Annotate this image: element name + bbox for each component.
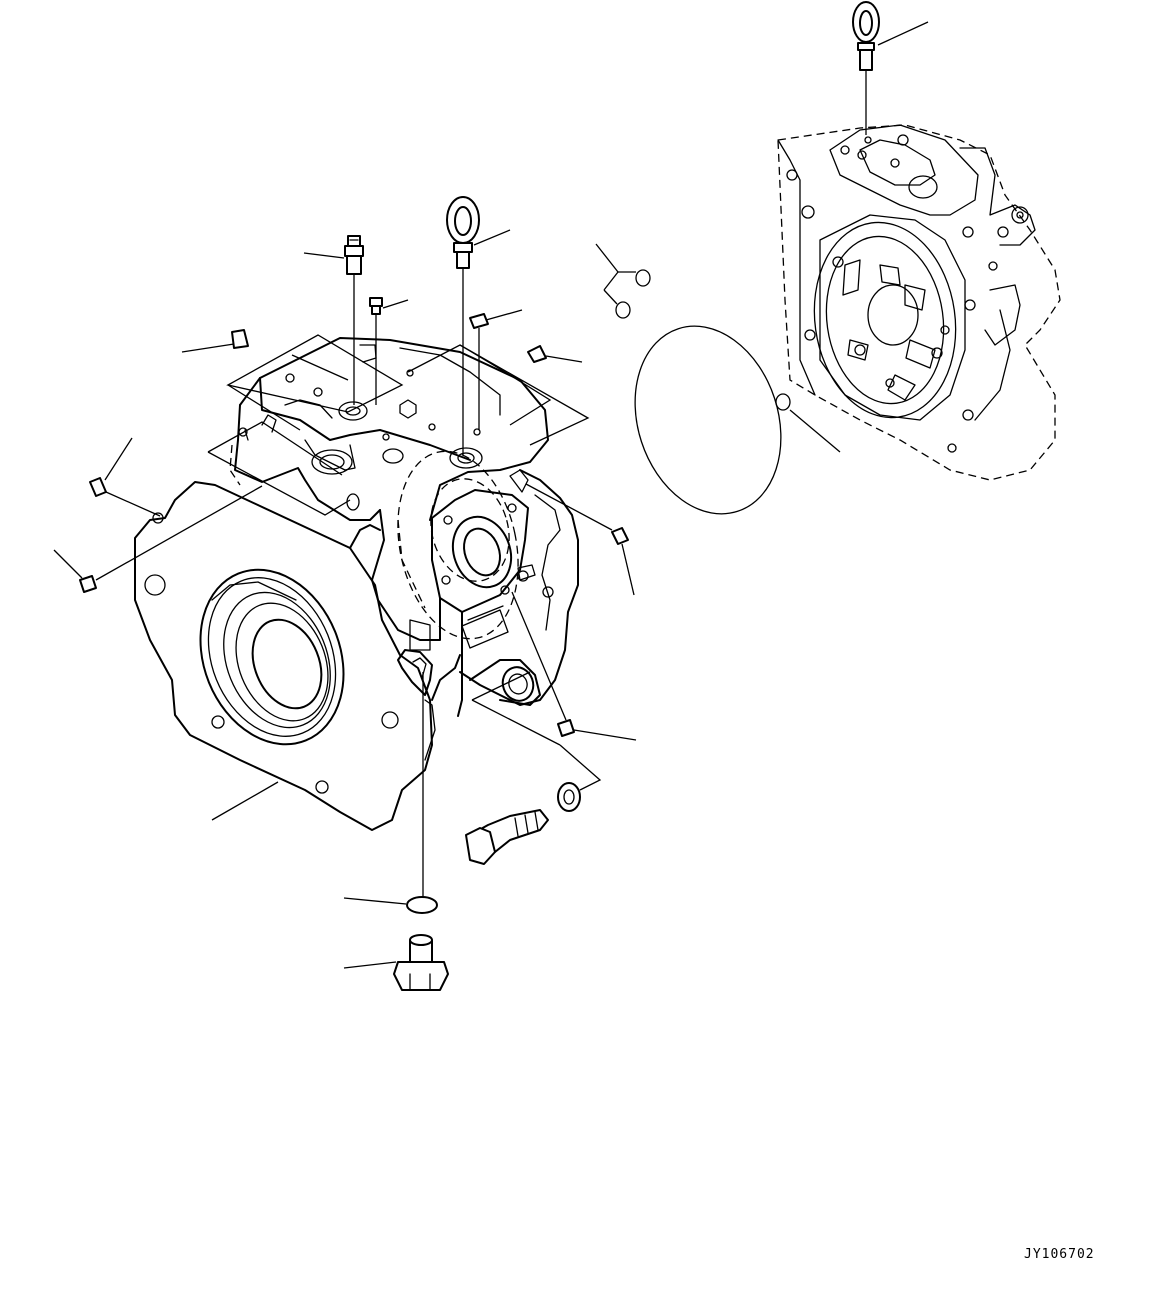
locator-lines [208,335,600,790]
left-plug-1 [182,330,248,352]
air-bleed-fitting [304,236,363,405]
right-plug-1 [528,346,582,362]
cover-eye-bolt [853,2,928,135]
mounting-bolt [466,810,548,864]
left-plug-3 [54,486,262,592]
pump-cover-assembly [778,125,1060,480]
flat-washer [558,783,580,811]
drain-o-ring [344,672,437,913]
left-plug-2 [90,438,160,516]
cover-gasket [612,307,804,533]
small-plug-1 [370,298,408,405]
housing-leader [212,782,278,820]
pump-housing [135,338,578,830]
lower-plug [512,592,636,740]
housing-eye-bolt [447,197,510,455]
small-o-ring [776,394,840,452]
drain-plug [344,935,448,990]
o-ring-pair [596,244,650,318]
right-plug-2 [526,484,634,595]
small-plug-2 [470,310,522,430]
figure-id-label: JY106702 [1024,1247,1095,1262]
